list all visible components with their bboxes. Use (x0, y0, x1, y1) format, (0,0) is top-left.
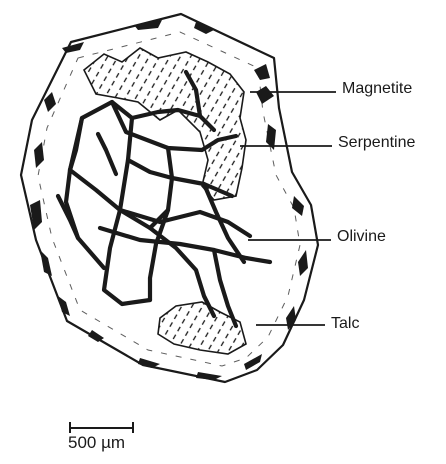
label-olivine: Olivine (337, 229, 386, 245)
label-serpentine: Serpentine (338, 135, 415, 151)
scale-bar-label: 500 µm (68, 434, 125, 451)
scale-bar (70, 422, 133, 433)
label-talc: Talc (331, 316, 359, 332)
label-magnetite: Magnetite (342, 81, 412, 97)
